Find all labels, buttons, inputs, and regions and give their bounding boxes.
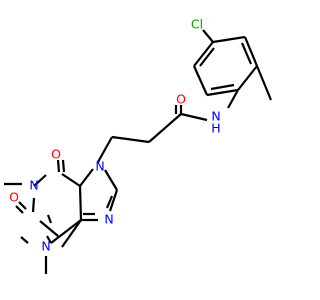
chlorine-label: Cl (191, 17, 203, 32)
amide-nitrogen-label: N (211, 109, 220, 124)
bond (61, 159, 66, 173)
xanthine-core (4, 159, 119, 274)
bond (193, 41, 214, 67)
aryl-ring (192, 35, 273, 101)
amide-hydrogen-label: H (211, 121, 220, 136)
bond (56, 159, 61, 173)
bond (199, 47, 215, 67)
bond (148, 113, 182, 143)
bond (50, 219, 82, 244)
bond (202, 29, 214, 43)
n9-label: N (104, 212, 113, 227)
bond (78, 185, 83, 221)
c6-oxygen-label: O (51, 147, 61, 162)
bond (227, 89, 239, 109)
bond (79, 168, 94, 187)
bond (104, 169, 118, 191)
bond (33, 174, 47, 187)
bond (111, 135, 150, 144)
bond (39, 220, 59, 237)
bond (108, 189, 119, 212)
bond (46, 235, 52, 244)
bond (15, 205, 24, 214)
bond (180, 112, 208, 122)
bond (237, 65, 258, 91)
amide-oxygen-label: O (176, 92, 186, 107)
bond (97, 136, 113, 163)
n1-label: N (29, 178, 38, 193)
amide-linker (97, 105, 208, 163)
bond (46, 214, 53, 224)
bond (61, 219, 82, 248)
bond (240, 42, 253, 65)
c2-oxygen-label: O (9, 190, 19, 205)
bond (210, 83, 235, 91)
bond (105, 195, 114, 209)
bond (20, 236, 29, 244)
molecule-structure: Cl O N H N O N O N N (4, 16, 273, 274)
bond (243, 36, 259, 67)
bond (61, 173, 81, 187)
bond (212, 35, 246, 44)
bond (192, 65, 209, 96)
bond (206, 88, 239, 97)
bond (18, 201, 27, 210)
bond (31, 197, 36, 213)
n3-label: N (41, 239, 50, 254)
bond (255, 65, 273, 101)
n7-label: N (95, 159, 104, 174)
